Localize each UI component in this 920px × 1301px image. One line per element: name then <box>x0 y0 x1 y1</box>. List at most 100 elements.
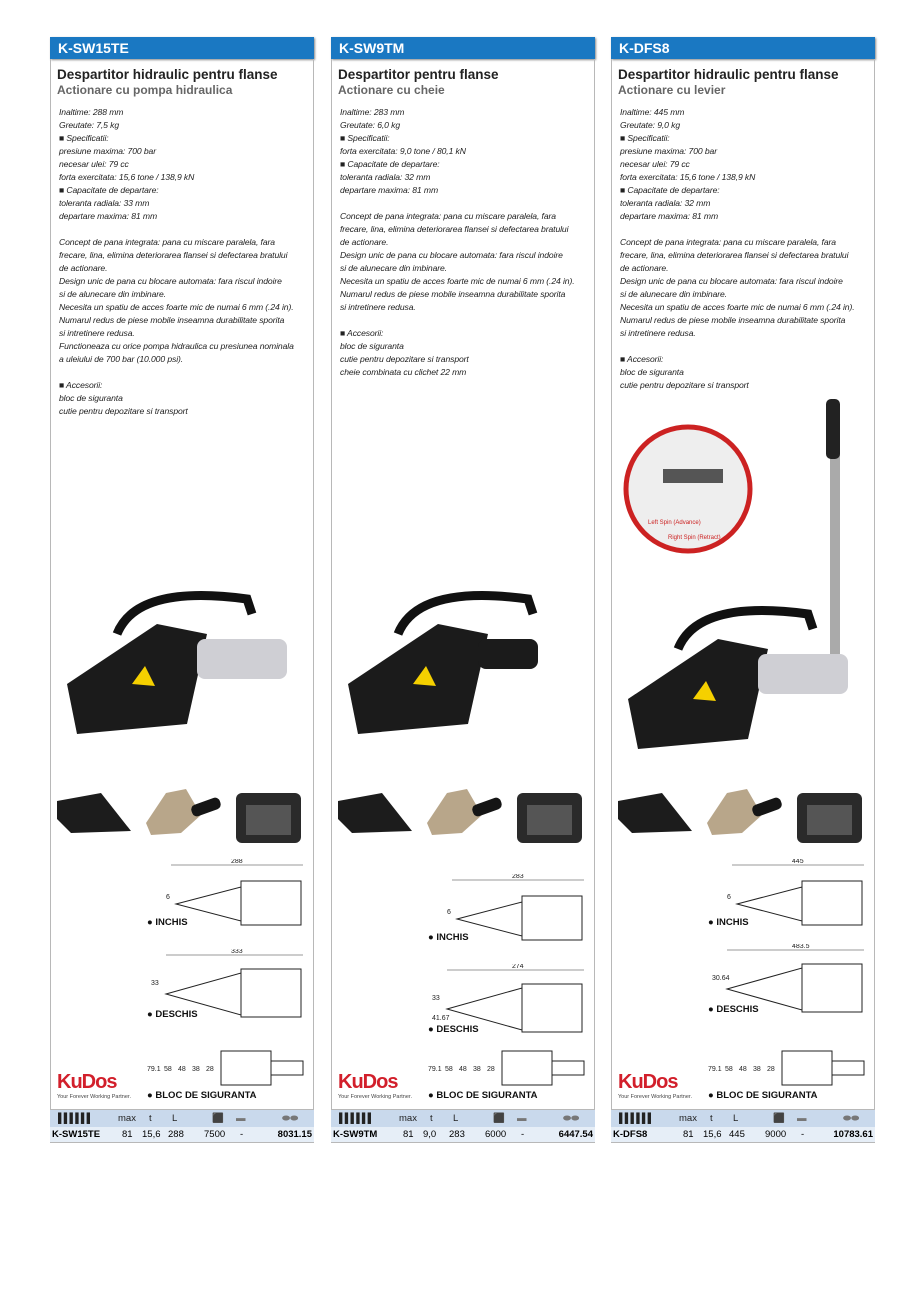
spec-line: frecare, lina, elimina deteriorarea flan… <box>620 250 849 260</box>
spec-line <box>59 366 313 379</box>
row-L: 445 <box>729 1129 745 1140</box>
closed-diagram-drawing: 283 6 <box>447 873 584 941</box>
open-length: 483.5 <box>792 944 810 950</box>
spec-line: cutie pentru depozitare si transport <box>620 380 749 390</box>
barcode-icon: ▌▌▌▌▌▌ <box>339 1113 374 1124</box>
accessories-images <box>612 753 874 853</box>
product-title: Despartitor hidraulic pentru flanse <box>57 67 278 82</box>
open-length: 333 <box>231 949 243 955</box>
row-pot: - <box>521 1129 525 1140</box>
pot-icon: ▬ <box>797 1113 807 1124</box>
diagram-closed: 288 6 ● INCHIS <box>51 858 313 944</box>
row-t: 15,6 <box>142 1129 161 1140</box>
brand-tagline: Your Forever Working Partner. <box>57 1094 131 1100</box>
open-diagram-drawing: 483.5 30.64 <box>712 943 864 1013</box>
spec-line <box>620 340 874 353</box>
safety-block-label: ● BLOC DE SIGURANTA <box>428 1090 538 1101</box>
closed-label: ● INCHIS <box>708 917 749 928</box>
spec-line: de actionare. <box>59 263 108 273</box>
col-max: max <box>679 1113 697 1124</box>
spec-line: de actionare. <box>620 263 669 273</box>
closed-label: ● INCHIS <box>428 932 469 943</box>
pot-icon: ▬ <box>236 1113 246 1124</box>
spec-line: si intretinere redusa. <box>59 328 135 338</box>
block-step: 28 <box>487 1066 495 1073</box>
barcode-icon: ▌▌▌▌▌▌ <box>58 1113 93 1124</box>
closed-length: 445 <box>792 859 804 865</box>
spec-line: cheie combinata cu clichet 22 mm <box>340 367 467 377</box>
diagram-closed: 283 6 ● INCHIS <box>332 873 594 959</box>
block-step: 28 <box>767 1066 775 1073</box>
safety-block-label-text: BLOC DE SIGURANTA <box>155 1090 257 1101</box>
closed-label: ● INCHIS <box>147 917 188 928</box>
block-step: 79.1 <box>708 1066 722 1073</box>
spec-line: Greutate: 6,0 kg <box>340 120 401 130</box>
brand-name: KuDos <box>338 1071 398 1093</box>
spec-line <box>340 314 594 327</box>
spec-line: Inaltime: 445 mm <box>620 107 685 117</box>
spec-line: Numarul redus de piese mobile inseamna d… <box>340 289 566 299</box>
row-weight: 7500 <box>204 1129 226 1140</box>
spec-line <box>340 197 594 210</box>
open-length: 274 <box>512 964 524 970</box>
row-t: 9,0 <box>423 1129 437 1140</box>
spec-line: ■ Specificatii: <box>59 133 109 143</box>
spec-line: si de alunecare din imbinare. <box>59 289 166 299</box>
spec-line: si de alunecare din imbinare. <box>620 289 727 299</box>
brand-tagline: Your Forever Working Partner. <box>618 1094 692 1100</box>
diagram-open: 274 33 41.67 ● DESCHIS <box>332 963 594 1049</box>
diagram-open: 333 33 ● DESCHIS <box>51 948 313 1034</box>
kudos-logo: KuDos Your Forever Working Partner. <box>338 1071 412 1100</box>
product-panel: Despartitor hidraulic pentru flanse Acti… <box>611 59 875 1110</box>
spec-line: Inaltime: 283 mm <box>340 107 405 117</box>
spec-line <box>620 223 874 236</box>
accessories-icon <box>618 789 862 843</box>
product-panel: Despartitor hidraulic pentru flanse Acti… <box>50 59 314 1110</box>
spec-line: Concept de pana integrata: pana cu misca… <box>340 211 556 221</box>
diagram-open: 483.5 30.64 ● DESCHIS <box>612 943 874 1029</box>
coins-icon: ⬬⬬ <box>563 1113 580 1124</box>
product-image <box>57 514 307 744</box>
spec-line: Functioneaza cu orice pompa hidraulica c… <box>59 341 294 351</box>
spec-line: bloc de siguranta <box>59 393 123 403</box>
product-subtitle: Actionare cu levier <box>618 83 726 97</box>
spec-line: necesar ulei: 79 cc <box>620 159 690 169</box>
block-step: 58 <box>164 1066 172 1073</box>
row-L: 283 <box>449 1129 465 1140</box>
spec-line: si intretinere redusa. <box>340 302 416 312</box>
spec-line: departare maxima: 81 mm <box>340 185 438 195</box>
row-code: K-SW15TE <box>52 1129 101 1140</box>
kudos-logo: KuDos Your Forever Working Partner. <box>57 1071 131 1100</box>
col-L: L <box>172 1113 178 1124</box>
open-label-text: DESCHIS <box>716 1004 759 1015</box>
row-weight: 6000 <box>485 1129 507 1140</box>
table-header-row: ▌▌▌▌▌▌ max t L ⬛ ▬ ⬬⬬ <box>331 1110 595 1127</box>
barcode-icon: ▌▌▌▌▌▌ <box>619 1113 654 1124</box>
spec-line: Greutate: 7,5 kg <box>59 120 120 130</box>
spec-line: presiune maxima: 700 bar <box>620 146 717 156</box>
spec-line: ■ Accesorii: <box>340 328 384 338</box>
spec-line: ■ Specificatii: <box>340 133 390 143</box>
spec-line: bloc de siguranta <box>340 341 404 351</box>
open-diagram-drawing: 274 33 41.67 <box>432 963 584 1033</box>
inset-left-spin: Left Spin (Advance) <box>648 520 701 526</box>
brand-name: KuDos <box>57 1071 117 1093</box>
row-t: 15,6 <box>703 1129 722 1140</box>
table-row: K-DFS8 81 15,6 445 9000 - 10783.61 <box>611 1127 875 1143</box>
col-t: t <box>710 1113 713 1124</box>
closed-label-text: INCHIS <box>436 932 469 943</box>
spec-line: bloc de siguranta <box>620 367 684 377</box>
closed-label-text: INCHIS <box>716 917 749 928</box>
weight-icon: ⬛ <box>773 1113 785 1124</box>
spec-line: presiune maxima: 700 bar <box>59 146 156 156</box>
table-row: K-SW9TM 81 9,0 283 6000 - 6447.54 <box>331 1127 595 1143</box>
spec-line: Concept de pana integrata: pana cu misca… <box>620 237 836 247</box>
row-weight: 9000 <box>765 1129 787 1140</box>
spec-line: Concept de pana integrata: pana cu misca… <box>59 237 275 247</box>
block-step: 58 <box>725 1066 733 1073</box>
